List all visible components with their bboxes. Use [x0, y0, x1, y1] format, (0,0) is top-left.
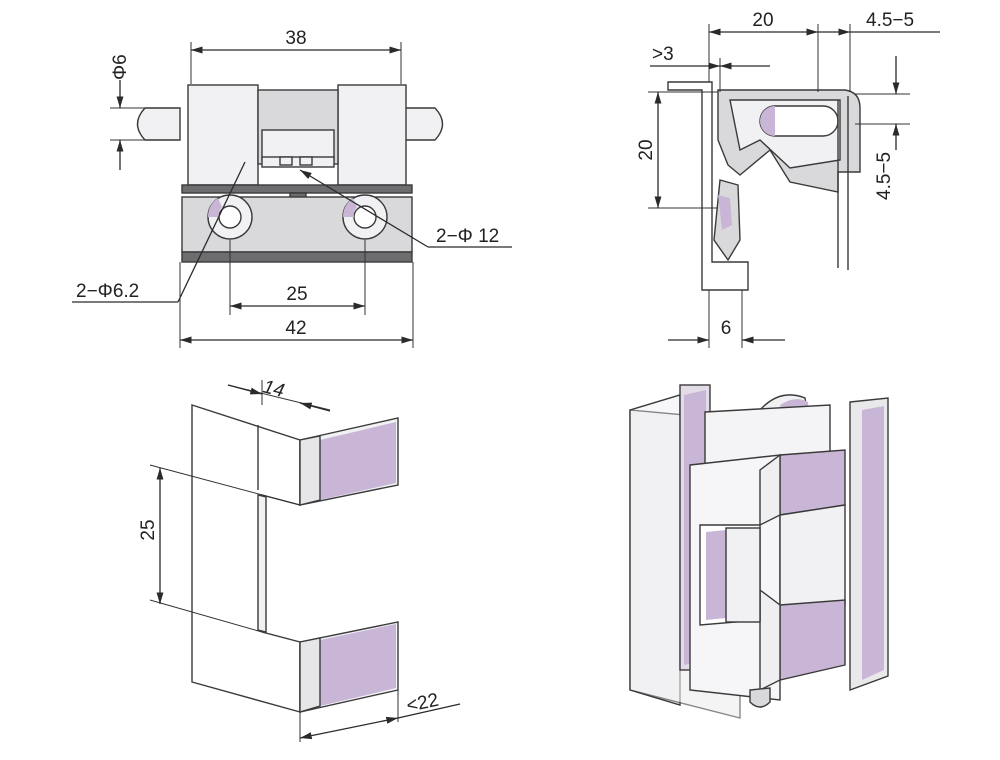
- dim-hole-large: 2−Φ 12: [436, 226, 499, 247]
- dim-hole-small: 2−Φ6.2: [76, 281, 139, 302]
- dim-cutout-depth: 14: [261, 376, 287, 401]
- dim-side-right-offset: 4.5−5: [874, 152, 895, 200]
- isometric-view: [629, 384, 889, 719]
- cutout-panel: [191, 404, 301, 713]
- dim-side-height-20: 20: [636, 139, 657, 160]
- dim-pin-diameter: Φ6: [110, 54, 131, 80]
- hinge-knuckles: [187, 84, 407, 186]
- mounting-hole-right: [342, 194, 388, 240]
- dim-cutout-height: 25: [138, 519, 159, 540]
- mounting-hole-left: [207, 194, 253, 240]
- side-frame-profile: [667, 81, 749, 291]
- hinge-leaf-top-edge: [181, 184, 413, 194]
- dim-cutout-bottom: <22: [405, 690, 441, 717]
- cutout-view: 14 25 <22: [138, 376, 461, 742]
- dim-side-bottom-6: 6: [721, 318, 732, 339]
- dim-42: 42: [285, 318, 306, 339]
- iso-pin-bottom: [749, 687, 771, 708]
- dim-side-top-20: 20: [752, 10, 773, 31]
- dim-side-top-offset: 4.5−5: [866, 10, 914, 31]
- front-view: 38 Φ6 2−Φ6.2 2−Φ 12 25 42: [72, 28, 512, 348]
- plate-bottom-edge: [181, 251, 413, 263]
- dim-side-lip: >3: [652, 44, 674, 65]
- hinge-pin: [136, 107, 444, 141]
- side-view: 20 4.5−5 >3 20 4.5−5 6: [636, 10, 940, 348]
- dim-hole-spacing: 25: [286, 284, 307, 305]
- dim-38: 38: [285, 28, 306, 49]
